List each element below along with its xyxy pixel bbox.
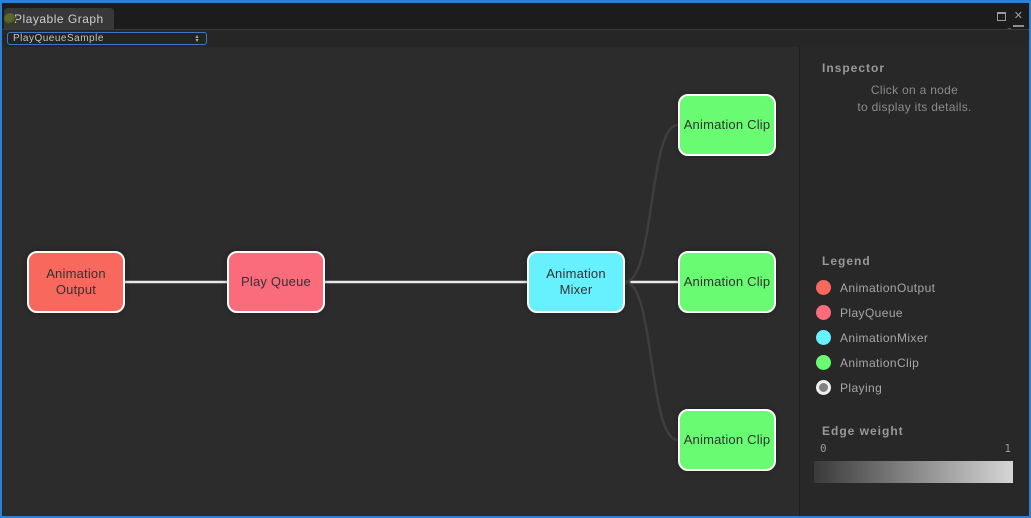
toolbar: PlayQueueSample ▴▾ [2,29,1029,47]
legend-dot-play-queue [816,305,831,320]
tab-label: Playable Graph [14,11,104,26]
graph-node-animation-clip-bottom[interactable]: Animation Clip [678,409,776,471]
panel-divider [799,47,800,516]
graph-canvas[interactable]: Animation Output Play Queue Animation Mixe… [2,47,799,516]
legend-item-animation-mixer: AnimationMixer [816,325,1021,350]
inspector-hint: Click on a node to display its details. [857,83,972,114]
graph-selector-dropdown[interactable]: PlayQueueSample ▴▾ [7,32,207,45]
graph-edge [624,280,679,442]
legend-dot-animation-clip [816,355,831,370]
legend-item-animation-output: AnimationOutput [816,275,1021,300]
graph-selector-value: PlayQueueSample [13,33,104,44]
playable-graph-window-icon [4,13,16,25]
tab-playable-graph[interactable]: Playable Graph [4,8,114,29]
legend-item-play-queue: PlayQueue [816,300,1021,325]
legend-dot-animation-output [816,280,831,295]
graph-edge [624,123,679,284]
graph-node-animation-mixer[interactable]: Animation Mixer [527,251,625,313]
edge-weight-max: 1 [1004,442,1011,455]
edge-weight-title: Edge weight [822,424,904,438]
graph-node-animation-clip-top[interactable]: Animation Clip [678,94,776,156]
dropdown-arrows-icon: ▴▾ [195,33,199,44]
inspector-title: Inspector [822,61,886,75]
graph-node-play-queue[interactable]: Play Queue [227,251,325,313]
maximize-icon[interactable] [996,12,1006,21]
legend-dot-playing [816,380,831,395]
edge-weight-scale: 0 1 [820,442,1011,455]
side-panel: Inspector Click on a node to display its… [800,47,1029,516]
close-icon[interactable]: ✕ [1013,10,1023,22]
tab-bar: Playable Graph ✕ ▾ [2,3,1029,35]
edge-weight-min: 0 [820,442,827,455]
graph-node-animation-clip-middle[interactable]: Animation Clip [678,251,776,313]
edge-weight-gradient-bar [814,461,1013,483]
legend-dot-animation-mixer [816,330,831,345]
legend-item-playing: Playing [816,375,1021,400]
edges-svg [125,123,679,442]
legend-item-animation-clip: AnimationClip [816,350,1021,375]
legend-title: Legend [822,254,871,268]
graph-node-animation-output[interactable]: Animation Output [27,251,125,313]
